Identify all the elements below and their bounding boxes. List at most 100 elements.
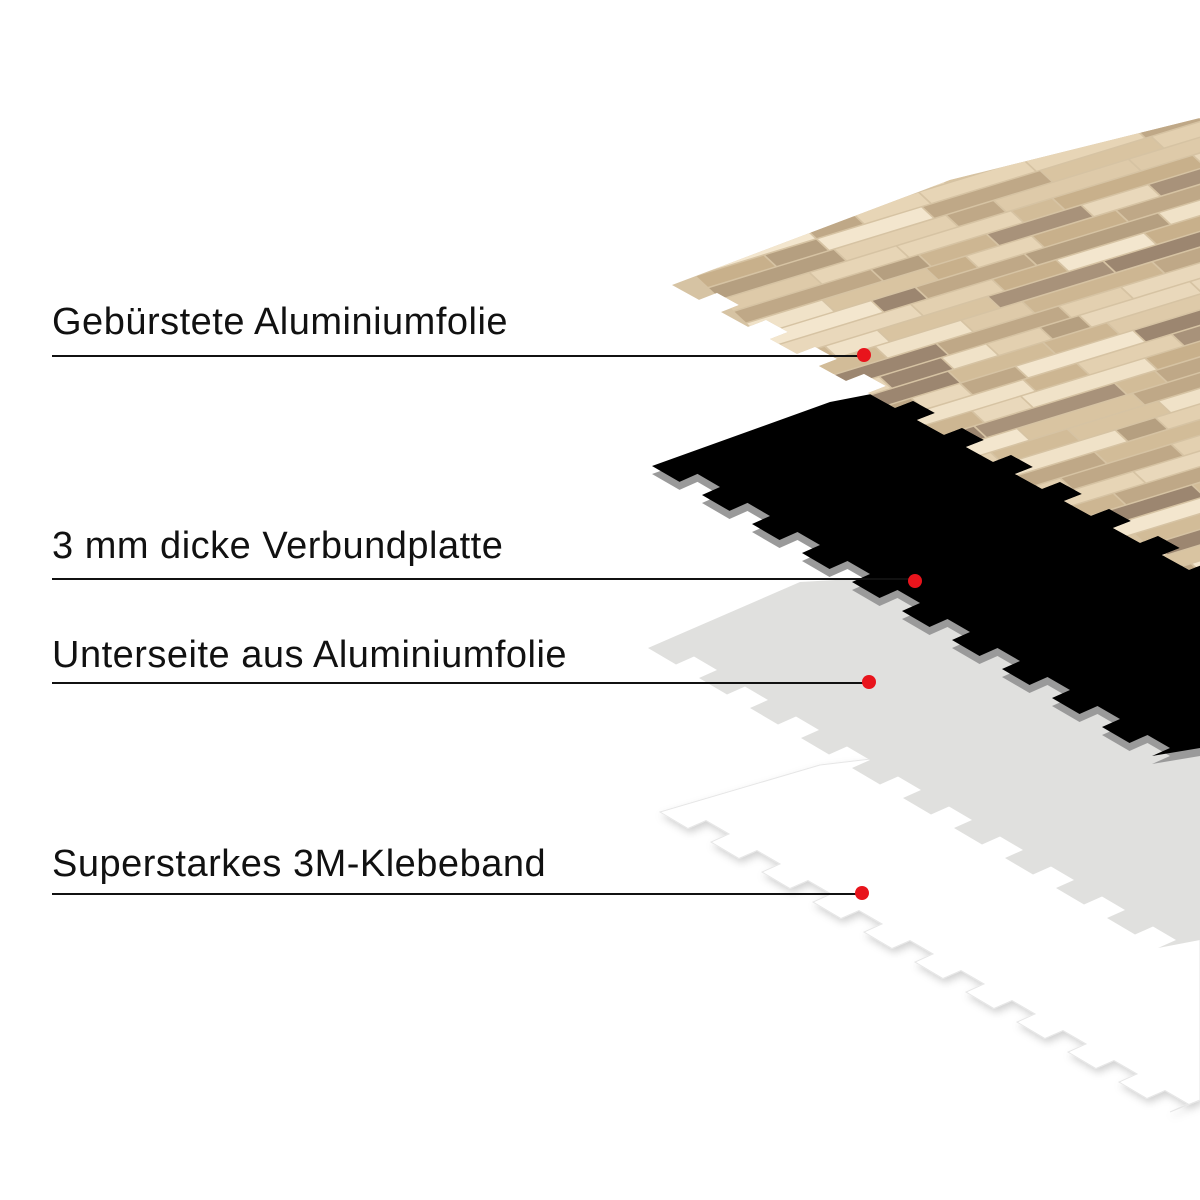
aluminium-mosaic-strip: [974, 118, 1085, 155]
marker-dot-brushed-aluminium: [857, 348, 871, 362]
aluminium-mosaic-strip: [672, 155, 744, 205]
aluminium-mosaic-strip: [658, 53, 772, 95]
aluminium-mosaic-strip: [1080, 0, 1200, 29]
aluminium-mosaic-strip: [672, 118, 729, 145]
aluminium-mosaic-strip: [1033, 210, 1127, 247]
aluminium-mosaic-strip: [672, 205, 786, 252]
aluminium-mosaic-strip: [1114, 467, 1200, 505]
aluminium-mosaic-strip: [993, 260, 1068, 291]
aluminium-mosaic-strip: [748, 118, 821, 146]
aluminium-mosaic-strip: [1068, 401, 1170, 440]
aluminium-mosaic-strip: [481, 61, 539, 86]
aluminium-mosaic-strip: [1172, 418, 1200, 456]
aluminium-mosaic-strip: [1135, 500, 1200, 545]
aluminium-mosaic-strip: [1057, 233, 1156, 271]
aluminium-mosaic-strip: [897, 211, 1023, 257]
aluminium-mosaic-strip: [808, 118, 917, 159]
aluminium-mosaic-strip: [765, 239, 828, 266]
aluminium-mosaic-strip: [857, 49, 937, 81]
aluminium-mosaic-strip: [821, 140, 898, 171]
aluminium-mosaic-strip: [1053, 0, 1180, 21]
aluminium-mosaic-strip: [570, 135, 658, 169]
aluminium-mosaic-strip: [1156, 330, 1200, 382]
aluminium-mosaic-strip: [776, 184, 855, 216]
aluminium-mosaic-strip: [1053, 156, 1200, 210]
aluminium-mosaic-strip: [878, 297, 999, 341]
aluminium-mosaic-strip: [988, 261, 1115, 308]
aluminium-mosaic-strip: [671, 24, 764, 59]
aluminium-mosaic-strip: [393, 0, 476, 3]
aluminium-mosaic-strip: [1149, 149, 1200, 196]
aluminium-mosaic-strip: [987, 328, 1051, 355]
aluminium-mosaic-strip: [942, 344, 998, 369]
aluminium-mosaic-strip: [803, 65, 938, 113]
aluminium-mosaic-strip: [1146, 317, 1200, 369]
aluminium-mosaic-strip: [519, 72, 658, 122]
aluminium-mosaic-strip: [672, 118, 731, 123]
aluminium-mosaic-strip: [469, 34, 579, 75]
aluminium-mosaic-strip: [811, 118, 875, 127]
aluminium-mosaic-strip: [632, 49, 681, 71]
aluminium-mosaic-strip: [1156, 402, 1200, 429]
leader-lines: [52, 355, 915, 895]
aluminium-mosaic-strip: [648, 48, 736, 82]
aluminium-mosaic-strip: [1041, 316, 1090, 339]
aluminium-mosaic-strip: [672, 118, 679, 157]
aluminium-mosaic-strip: [772, 305, 922, 358]
aluminium-mosaic-strip: [872, 287, 927, 312]
aluminium-mosaic-strip: [548, 61, 642, 97]
aluminium-mosaic-strip: [841, 134, 967, 180]
aluminium-mosaic-strip: [853, 192, 930, 224]
aluminium-mosaic-strip: [909, 380, 1035, 426]
aluminium-mosaic-strip: [1008, 118, 1126, 129]
aluminium-mosaic-strip: [1053, 39, 1127, 69]
aluminium-mosaic-strip: [595, 85, 668, 114]
aluminium-mosaic-strip: [569, 0, 688, 43]
aluminium-mosaic-strip: [1153, 246, 1200, 273]
aluminium-mosaic-strip: [719, 118, 867, 124]
aluminium-mosaic-strip: [1038, 18, 1090, 41]
aluminium-mosaic-strip: [818, 207, 933, 250]
aluminium-mosaic-strip: [859, 26, 910, 49]
aluminium-mosaic-strip: [678, 0, 727, 10]
aluminium-mosaic-strip: [545, 123, 594, 145]
aluminium-mosaic-strip: [687, 0, 828, 23]
aluminium-mosaic-strip: [1120, 19, 1200, 64]
aluminium-mosaic-strip: [530, 39, 610, 71]
aluminium-mosaic-strip: [734, 131, 824, 166]
aluminium-mosaic-strip: [747, 54, 821, 84]
aluminium-mosaic-strip: [1162, 0, 1200, 35]
aluminium-mosaic-strip: [826, 330, 889, 358]
aluminium-mosaic-strip: [679, 118, 812, 152]
aluminium-mosaic-strip: [1176, 52, 1200, 78]
aluminium-mosaic-strip: [1117, 184, 1200, 221]
aluminium-mosaic-strip: [940, 0, 1066, 8]
aluminium-mosaic-strip: [1159, 361, 1200, 412]
aluminium-mosaic-strip: [1137, 72, 1200, 105]
aluminium-mosaic-strip: [721, 69, 821, 107]
aluminium-mosaic-strip: [709, 250, 845, 299]
label-aluminium-underside: Unterseite aus Aluminiumfolie: [52, 634, 568, 676]
aluminium-mosaic-strip: [1074, 118, 1147, 125]
layer-markers: [855, 348, 922, 900]
aluminium-mosaic-strip: [1116, 56, 1173, 81]
aluminium-mosaic-strip: [889, 0, 950, 24]
aluminium-mosaic-strip: [810, 246, 908, 284]
aluminium-mosaic-strip: [733, 148, 819, 182]
aluminium-mosaic-strip: [845, 169, 905, 195]
label-brushed-aluminium-foil: Gebürstete Aluminiumfolie: [52, 301, 509, 343]
aluminium-mosaic-strip: [928, 11, 1063, 59]
aluminium-mosaic-strip: [876, 321, 972, 358]
label-composite-panel: 3 mm dicke Verbundplatte: [52, 525, 504, 567]
aluminium-mosaic-strip: [987, 205, 1093, 245]
aluminium-mosaic-strip: [629, 21, 721, 56]
aluminium-mosaic-strip: [962, 302, 1034, 332]
aluminium-mosaic-strip: [1134, 308, 1200, 342]
aluminium-mosaic-strip: [967, 236, 1043, 267]
aluminium-mosaic-strip: [949, 343, 1054, 383]
aluminium-mosaic-strip: [1117, 25, 1171, 49]
aluminium-mosaic-strip: [1122, 244, 1200, 298]
aluminium-mosaic-strip: [1023, 262, 1164, 313]
aluminium-mosaic-strip: [711, 0, 840, 32]
aluminium-mosaic-strip: [515, 0, 656, 13]
